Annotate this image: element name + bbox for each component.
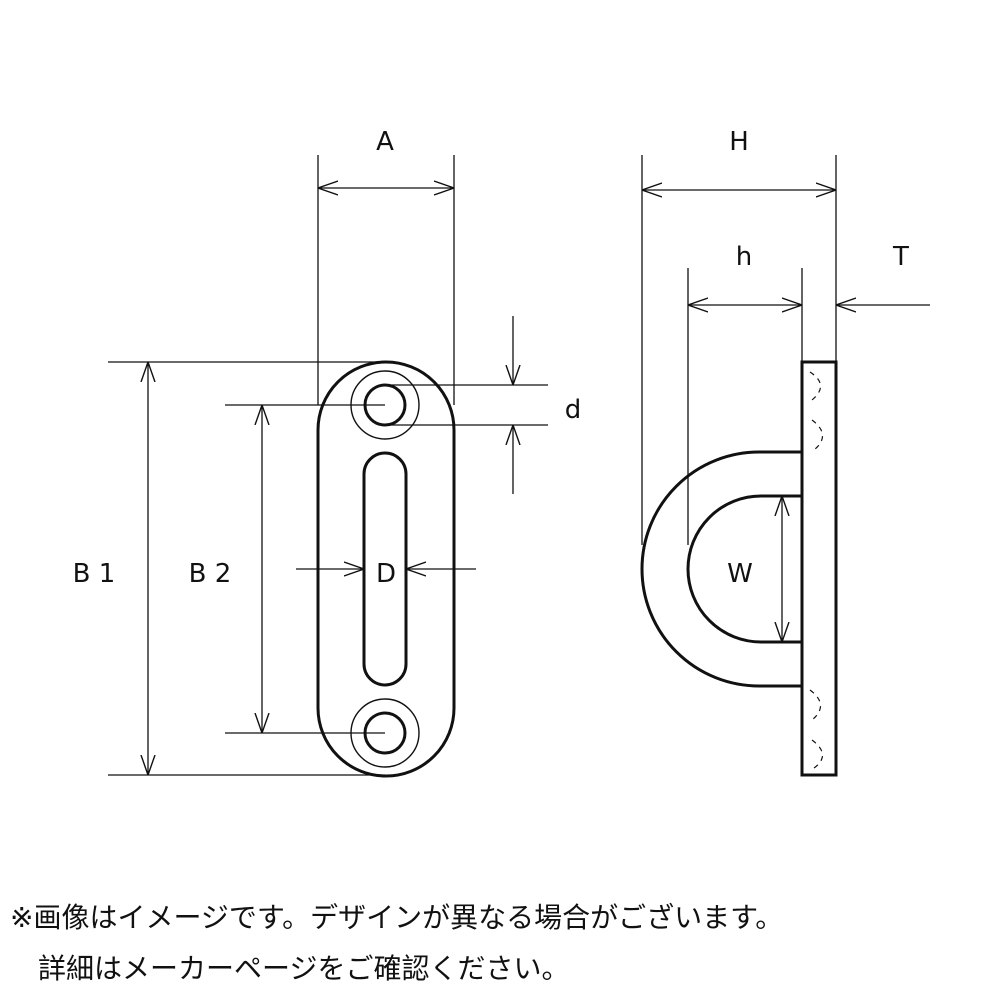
side-view [640,360,838,777]
label-T: T [892,242,909,272]
side-dimensions [641,155,930,642]
disclaimer-line-2: 詳細はメーカーページをご確認ください。 [10,952,570,985]
label-B1: B 1 [73,559,116,589]
label-W: W [727,559,753,589]
central-slot [362,451,408,687]
label-A: A [376,127,394,157]
label-B2: B 2 [189,559,232,589]
plate-hidden-lines [809,371,824,769]
front-dimensions [108,155,548,776]
eye-loop-outer [640,450,802,688]
disclaimer-line-1: ※画像はイメージです。デザインが異なる場合がございます。 [10,901,784,934]
label-H: H [729,127,749,157]
side-base-plate [800,360,838,777]
plate-outline [316,360,456,778]
label-h: h [736,242,752,272]
eye-loop-inner [686,494,802,644]
label-d: d [565,395,582,425]
label-D: D [376,559,396,589]
